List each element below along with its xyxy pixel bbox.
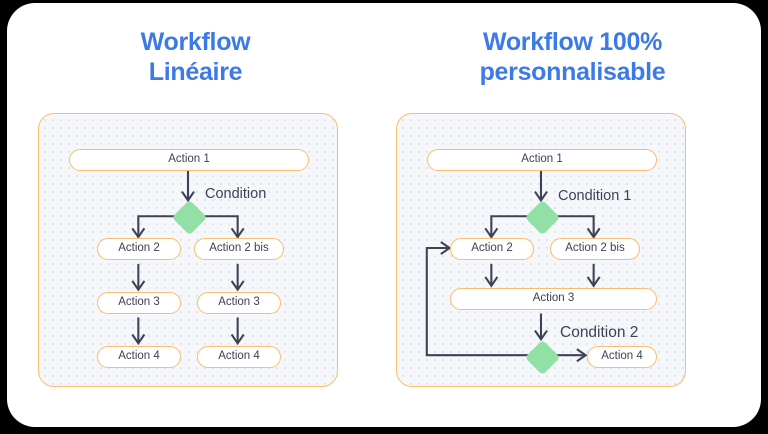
node-action-4-left[interactable]: Action 4: [97, 346, 181, 368]
arrowhead-right-a3: [230, 280, 245, 292]
panel-title-linear: Workflow Linéaire: [7, 27, 384, 87]
arrowhead-condition: [181, 190, 195, 203]
arrowhead-condition1: [534, 190, 548, 203]
panel-title-linear-line2: Linéaire: [148, 58, 243, 86]
node-action-3[interactable]: Action 3: [450, 288, 657, 310]
arrowhead-right-a4: [230, 333, 245, 346]
node-action-2-bis[interactable]: Action 2 bis: [194, 238, 284, 260]
condition-diamond[interactable]: [171, 199, 207, 235]
node-action-3-left[interactable]: Action 3: [97, 292, 181, 314]
arrowhead-left-a3: [131, 280, 146, 292]
arrowhead-loopback: [440, 241, 452, 255]
condition-1-label: Condition 1: [558, 188, 632, 204]
panel-customizable-workflow: Workflow 100% personnalisable: [384, 3, 761, 427]
wire-condition-to-action2: [137, 215, 179, 238]
workflow-comparison: Workflow Linéaire: [7, 3, 761, 427]
node-action-4[interactable]: Action 4: [587, 346, 657, 368]
arrowhead-left-a4: [131, 333, 146, 346]
panel-title-linear-line1: Workflow: [140, 28, 251, 56]
node-action-1[interactable]: Action 1: [427, 149, 657, 171]
condition-2-diamond[interactable]: [524, 339, 560, 375]
node-action-4-right[interactable]: Action 4: [197, 346, 281, 368]
page-surface: Workflow Linéaire: [7, 3, 761, 427]
panel-title-customizable-line1: Workflow 100%: [482, 28, 663, 56]
node-action-3-right[interactable]: Action 3: [197, 292, 281, 314]
condition-label: Condition: [205, 186, 267, 202]
arrowhead-action4: [576, 348, 588, 363]
arrowhead-action2: [131, 227, 146, 239]
panel-title-customizable: Workflow 100% personnalisable: [384, 27, 761, 87]
diagram-canvas-customizable: Action 1 Condition 1 Action 2 Action 2 b…: [396, 113, 686, 387]
node-action-2[interactable]: Action 2: [450, 238, 534, 260]
panel-title-customizable-line2: personnalisable: [479, 58, 666, 86]
panel-linear-workflow: Workflow Linéaire: [7, 3, 384, 427]
arrowhead-action2bis: [230, 227, 245, 239]
arrowhead-action2: [484, 227, 499, 239]
node-action-2-bis[interactable]: Action 2 bis: [550, 238, 640, 260]
node-action-1[interactable]: Action 1: [69, 149, 309, 171]
condition-2-label: Condition 2: [560, 324, 639, 341]
diagram-canvas-linear: Action 1 Condition Action 2 Action 3 Act…: [38, 113, 338, 387]
condition-1-diamond[interactable]: [524, 199, 560, 235]
arrowhead-action3-left: [484, 276, 499, 288]
arrowhead-action3-right: [586, 276, 601, 288]
arrowhead-action2bis: [586, 227, 601, 239]
arrowhead-condition2: [534, 329, 548, 342]
node-action-2-left[interactable]: Action 2: [97, 238, 181, 260]
wire-condition1-to-action2: [490, 215, 532, 238]
